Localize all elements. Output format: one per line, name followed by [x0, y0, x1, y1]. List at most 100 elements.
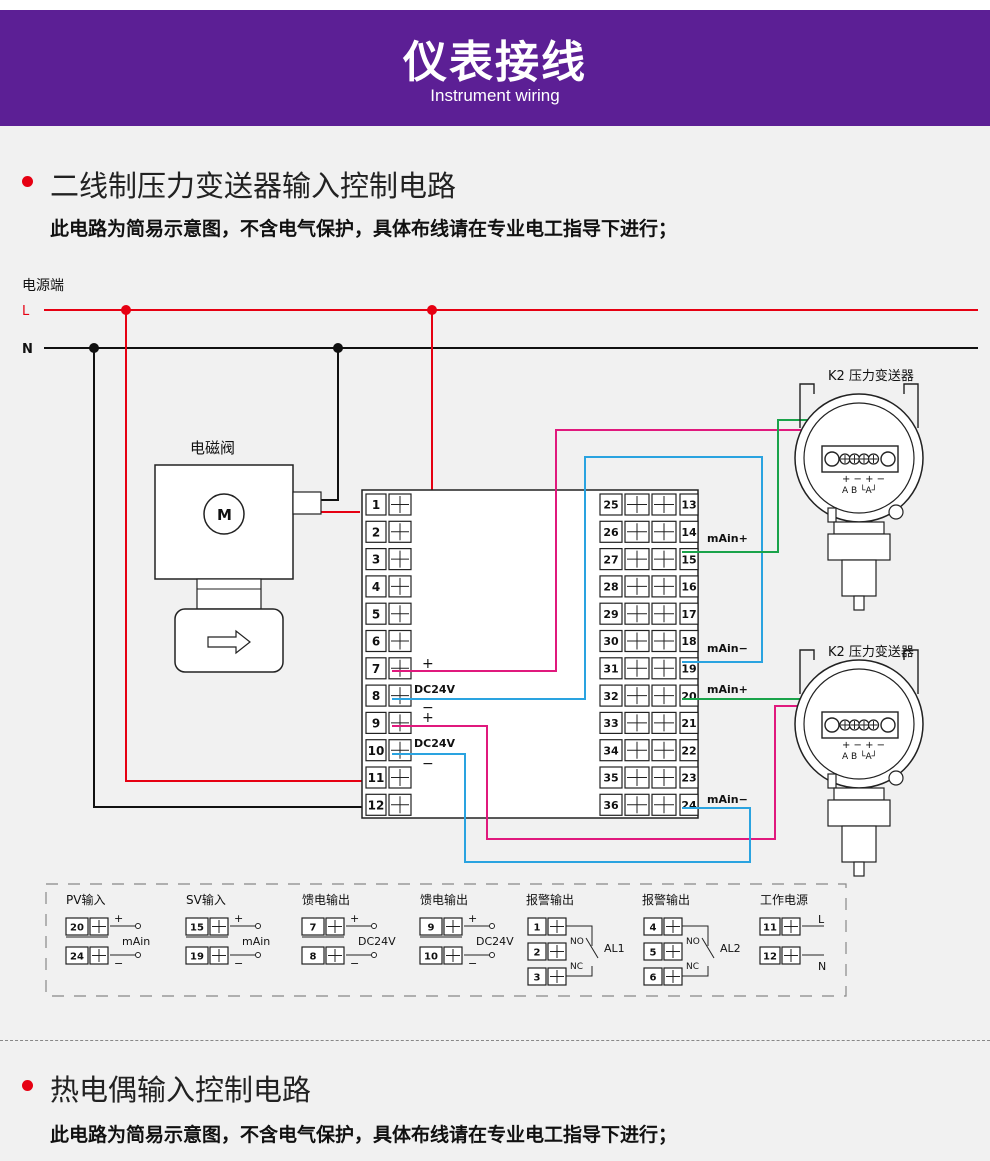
transmitter-neck [833, 787, 885, 801]
legend-title: 馈电输出 [420, 892, 468, 907]
terminal-number-box [599, 602, 623, 625]
page-title: 仪表接线 [403, 37, 587, 88]
legend-unit: mAin [122, 935, 150, 948]
mAin-plus-label: mAin+ [707, 683, 748, 696]
terminal-number-box [301, 917, 325, 936]
legend-minus: − [114, 957, 123, 970]
legend-title: 报警输出 [526, 892, 574, 907]
terminal-number-box [599, 520, 623, 543]
bullet-dot-icon [22, 176, 33, 187]
terminal-number-box [365, 547, 387, 571]
legend-minus: − [350, 957, 359, 970]
mark-plus: + [422, 710, 434, 726]
section2-note: 此电路为简易示意图，不含电气保护，具体布线请在专业电工指导下进行； [50, 1124, 678, 1146]
terminal-number: 6 [650, 972, 657, 983]
tb-sub-labels: A B └A┘ [842, 750, 877, 762]
motor-label: M [217, 506, 232, 524]
terminal-number-box [679, 684, 699, 707]
terminal-number-box [365, 739, 387, 762]
terminal-number: 21 [681, 717, 696, 730]
terminal-number-box [527, 917, 547, 936]
terminal-number-box [365, 629, 387, 653]
lead-terminal-icon [135, 923, 141, 929]
pressure-transmitter-2: + − + −A B └A┘ [794, 649, 924, 877]
terminal-number: 3 [372, 553, 380, 567]
valve-neck [196, 578, 262, 610]
terminal-number: 20 [681, 690, 697, 703]
header-banner [0, 0, 990, 126]
terminal-number: 33 [603, 717, 618, 730]
terminal-number-box [599, 657, 623, 680]
page-subtitle: Instrument wiring [430, 86, 560, 105]
terminal-number-box [65, 946, 89, 965]
transmitter-thread [841, 825, 877, 863]
terminal-number-box [679, 547, 699, 571]
terminal-number-box [679, 711, 699, 735]
legend-no: NO [686, 937, 700, 947]
mark-dc24v: DC24V [414, 737, 456, 750]
relay-line [682, 966, 709, 977]
terminal-number: 14 [681, 526, 697, 539]
mount-hole-icon [824, 717, 840, 733]
terminal-number: 22 [681, 744, 696, 757]
mount-hole-icon [880, 717, 896, 733]
terminal-number-box [679, 793, 699, 816]
legend-title: SV输入 [186, 892, 226, 907]
transmitter-port [853, 861, 865, 877]
legend-no: NO [570, 937, 584, 947]
terminal-number-box [365, 657, 387, 680]
transmitter-neck [833, 521, 885, 535]
section1-title: 二线制压力变送器输入控制电路 [50, 169, 457, 203]
terminal-number: 2 [372, 525, 380, 539]
mount-hole-icon [824, 451, 840, 467]
legend-minus: − [468, 957, 477, 970]
terminal-number: 32 [603, 690, 618, 703]
vent-screw-icon [888, 770, 904, 786]
terminal-number-box [301, 946, 325, 965]
terminal-number: 2 [534, 947, 541, 958]
legend-alarm-name: AL1 [604, 942, 625, 955]
terminal-number-box [365, 602, 387, 625]
terminal-number-box [365, 575, 387, 598]
terminal-number: 1 [372, 498, 380, 512]
legend-nc: NC [686, 962, 699, 972]
terminal-number-box [643, 917, 663, 936]
terminal-number: 18 [681, 635, 696, 648]
terminal-number: 16 [681, 581, 697, 594]
terminal-number: 10 [424, 951, 438, 962]
lead-terminal-icon [489, 923, 495, 929]
terminal-number: 25 [603, 499, 618, 512]
relay-contact-icon [585, 937, 599, 959]
tb-polarity-labels: + − + − [842, 740, 885, 751]
terminal-number: 28 [603, 581, 618, 594]
terminal-number-box [679, 629, 699, 653]
terminal-number-box [679, 575, 699, 598]
terminal-number: 15 [681, 553, 696, 566]
lead-terminal-icon [489, 952, 495, 958]
bullet-dot-icon [22, 1080, 33, 1091]
transmitter-port [853, 595, 865, 611]
terminal-legend: PV输入2024+−mAinSV输入1519+−mAin馈电输出78+−DC24… [65, 892, 826, 986]
terminal-number-box [365, 766, 387, 789]
terminal-number: 3 [534, 972, 541, 983]
transmitter-nut [827, 799, 891, 827]
terminal-number-box [365, 684, 387, 707]
legend-title: 工作电源 [760, 893, 808, 907]
section2-title: 热电偶输入控制电路 [50, 1073, 312, 1107]
terminal-number-box [643, 967, 663, 986]
mAin-minus-label: mAin− [707, 793, 748, 806]
terminal-number-box [759, 917, 781, 936]
terminal-number: 34 [603, 744, 619, 757]
terminal-number-box [185, 946, 209, 965]
terminal-number-box [65, 917, 89, 936]
terminal-number: 19 [681, 662, 696, 675]
controller-terminal-block [361, 489, 699, 819]
terminal-number: 24 [681, 799, 697, 812]
terminal-number-box [419, 946, 443, 965]
terminal-number: 9 [372, 716, 380, 730]
legend-power-L: L [818, 913, 825, 926]
terminal-number: 26 [603, 526, 619, 539]
line-N-label: N [22, 342, 33, 357]
